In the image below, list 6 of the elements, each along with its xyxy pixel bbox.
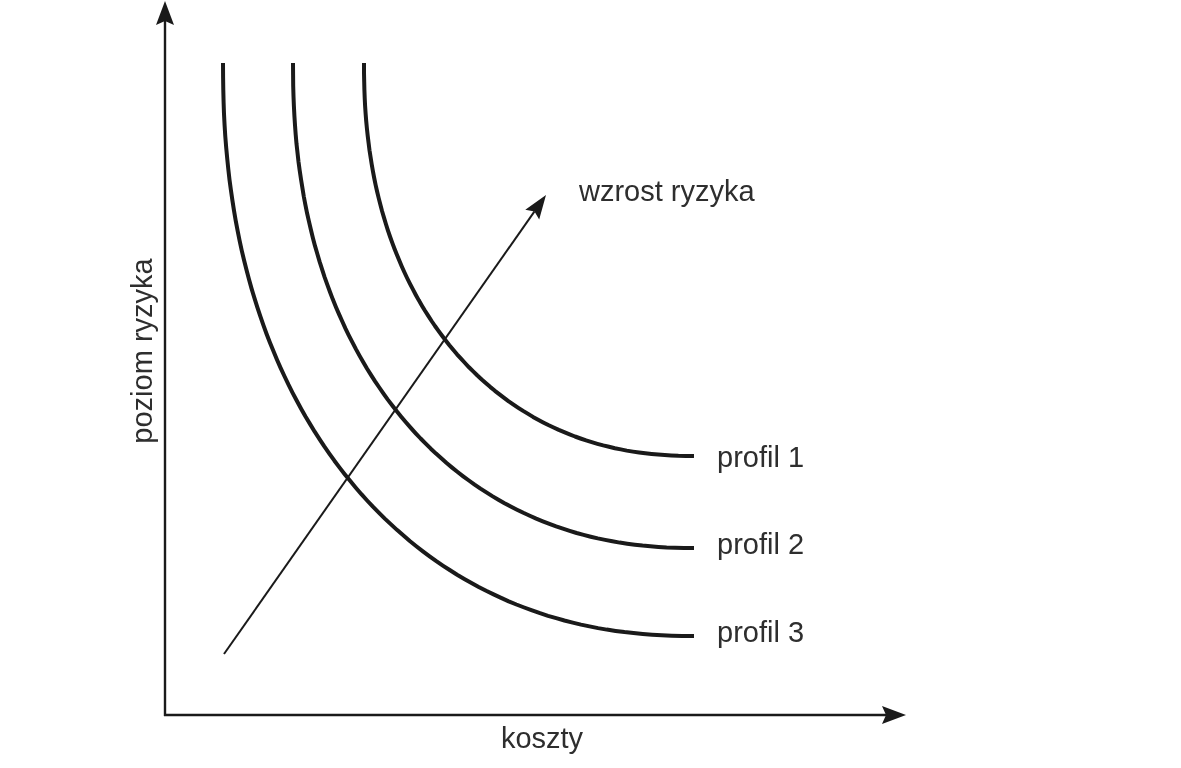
curve-label: profil 2 — [717, 529, 805, 561]
curve-label: profil 1 — [717, 442, 805, 474]
curve-label: profil 3 — [717, 617, 805, 649]
direction-label: wzrost ryzyka — [579, 176, 755, 208]
axis-title: poziom ryzyka — [127, 258, 159, 444]
axis-title: koszty — [500, 723, 584, 755]
